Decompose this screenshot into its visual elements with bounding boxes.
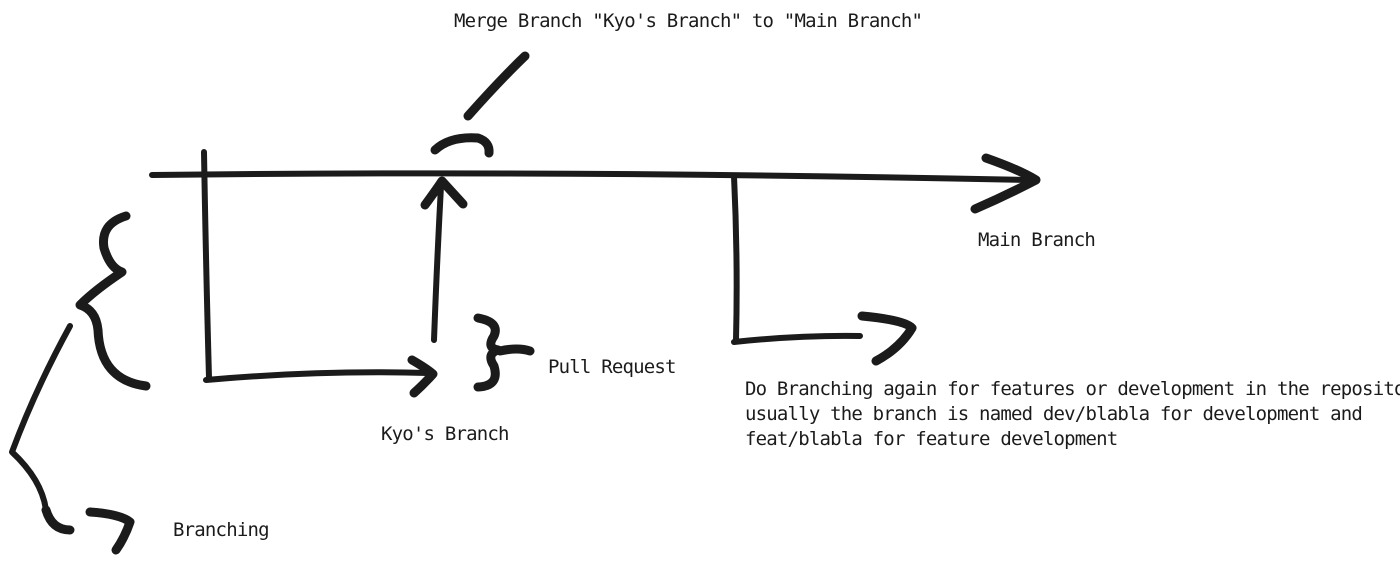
main-branch-label: Main Branch	[978, 229, 1096, 251]
feature-branch-arrowhead	[857, 311, 917, 366]
main-branch-arrowhead	[970, 153, 1041, 214]
kyo-branch-vertical	[201, 149, 212, 381]
pull-request-label: Pull Request	[548, 356, 676, 378]
branching-pointer-line	[9, 323, 73, 513]
merge-label: Merge Branch "Kyo's Branch" to "Main Bra…	[454, 10, 923, 32]
pull-request-pointer	[495, 344, 535, 356]
merge-arrow-shaft	[431, 183, 444, 343]
merge-arrow-head	[420, 176, 468, 210]
branching-arrowhead	[85, 507, 135, 555]
branching-again-line-2: usually the branch is named dev/blabla f…	[745, 403, 1363, 425]
feature-branch-horizontal	[731, 332, 863, 345]
kyo-branch-horizontal	[203, 369, 431, 383]
kyo-branch-arrowhead	[407, 355, 438, 398]
pull-request-bracket	[473, 313, 503, 392]
kyos-branch-label: Kyo's Branch	[381, 423, 509, 445]
branching-brace	[75, 211, 151, 391]
merge-pointer-line	[463, 51, 530, 121]
branching-pointer-foot	[41, 505, 75, 535]
branching-again-line-3: feat/blabla for feature development	[745, 428, 1118, 450]
merge-bracket	[430, 133, 494, 158]
branching-label: Branching	[173, 519, 270, 541]
feature-branch-vertical	[731, 173, 740, 343]
branching-again-line-1: Do Branching again for features or devel…	[745, 378, 1400, 400]
main-branch-line	[149, 170, 1033, 183]
